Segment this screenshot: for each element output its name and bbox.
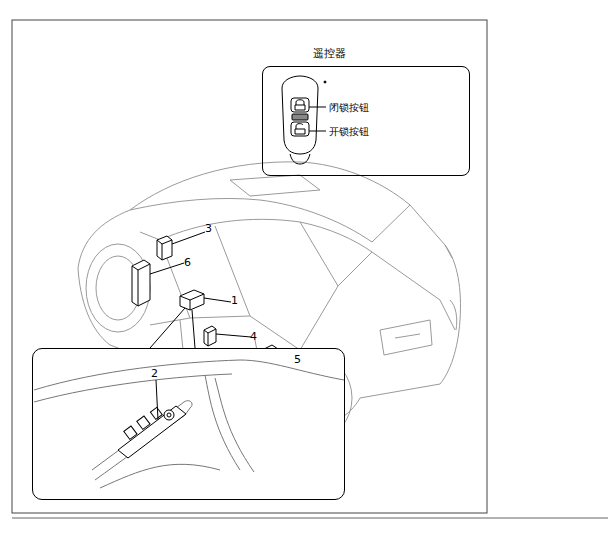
button-label: 闭锁按钮 <box>329 101 369 114</box>
callout-number: 4 <box>250 330 257 343</box>
door-trim <box>34 360 344 488</box>
leader-lines <box>150 232 294 361</box>
callout-number: 6 <box>184 256 191 269</box>
panel-title: 遥控器 <box>313 47 346 60</box>
power-window-switch <box>118 406 186 458</box>
remote-key <box>282 76 326 164</box>
leader-line <box>156 380 158 420</box>
inset-detail: 2 <box>32 348 345 500</box>
callout-number: 1 <box>231 294 238 307</box>
outer-frame <box>12 20 487 513</box>
callout-number: 2 <box>151 367 158 380</box>
rule-line <box>12 518 608 519</box>
button-label: 开锁按钮 <box>329 125 369 138</box>
callout-number: 5 <box>294 353 301 366</box>
callout-number: 3 <box>205 222 212 235</box>
remote-control-panel: 遥控器闭锁按钮开锁按钮 <box>262 66 470 176</box>
